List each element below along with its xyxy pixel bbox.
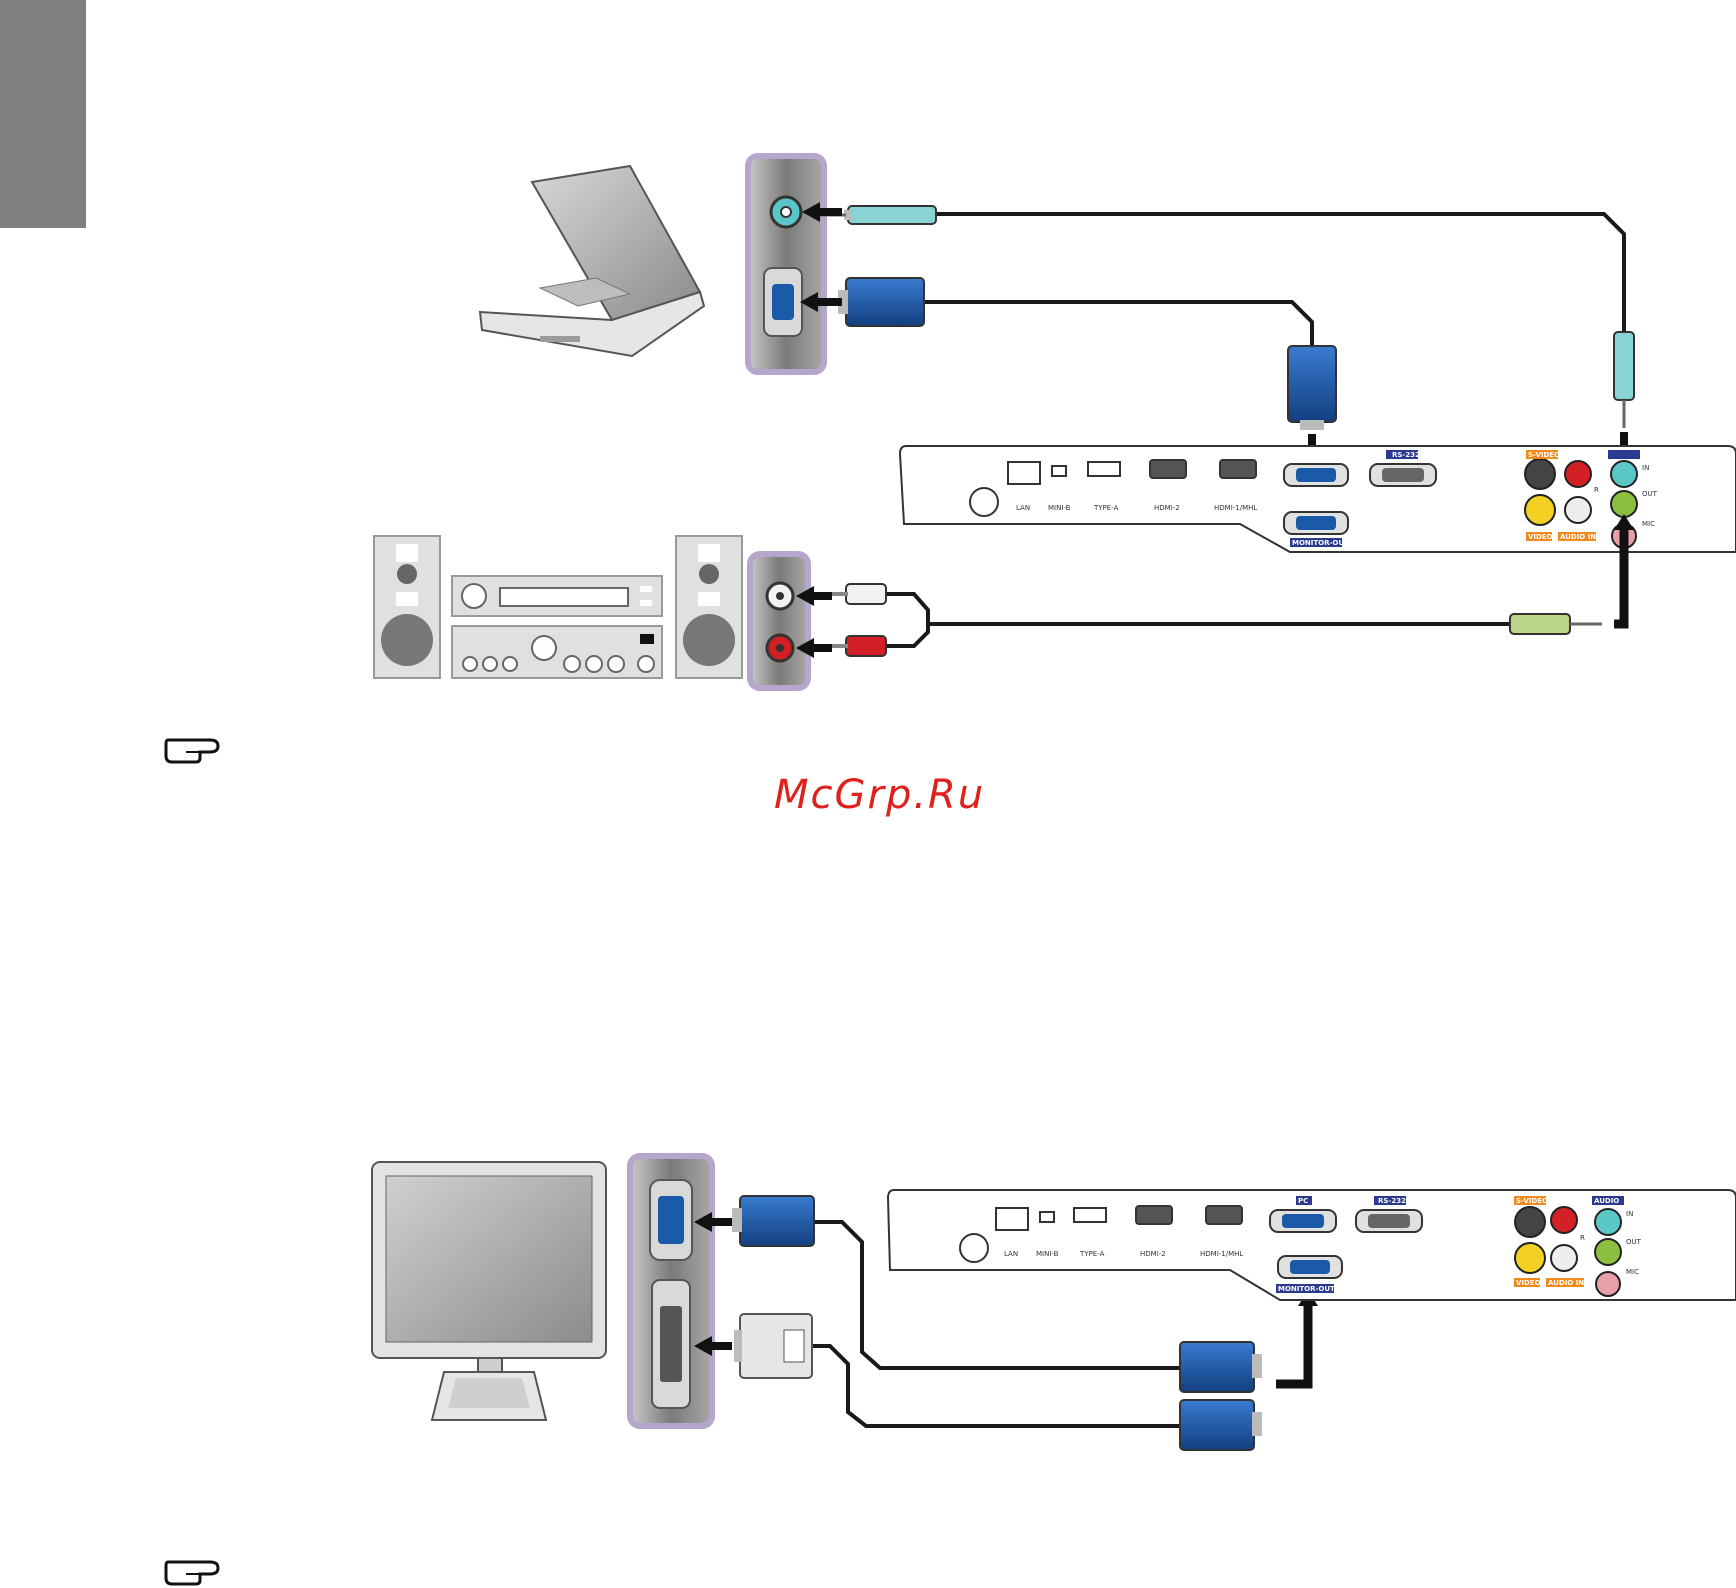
label-out-b: OUT <box>1626 1238 1642 1246</box>
rca-red-port <box>1565 461 1591 487</box>
label-s-video-b: S-VIDEO <box>1516 1197 1548 1205</box>
laptop-icon <box>480 166 704 356</box>
label-r: R <box>1594 486 1599 494</box>
audio-out-cable <box>824 584 1602 656</box>
note-pointer-icon <box>166 1562 218 1584</box>
label-in-b: IN <box>1626 1210 1633 1218</box>
label-hdmi2: HDMI-2 <box>1154 504 1180 512</box>
label-audio-in: AUDIO IN <box>1560 533 1596 541</box>
stereo-input-panel <box>750 554 808 688</box>
label-mini-b-b: MINI-B <box>1036 1250 1059 1258</box>
watermark-text: McGrp.Ru <box>774 772 985 818</box>
label-mic-b: MIC <box>1626 1268 1639 1276</box>
monitor-input-panel <box>630 1156 712 1426</box>
page-edge-tab <box>0 0 86 228</box>
label-mini-b: MINI-B <box>1048 504 1071 512</box>
projector-rear-panel-bottom <box>888 1190 1736 1300</box>
projector-rear-panel-top <box>900 446 1736 552</box>
label-hdmi2-b: HDMI-2 <box>1140 1250 1166 1258</box>
label-type-a-b: TYPE-A <box>1079 1250 1105 1258</box>
vga-cable-top <box>838 278 1336 430</box>
audio-in-port <box>1611 461 1637 487</box>
label-in: IN <box>1642 464 1649 472</box>
label-lan-b: LAN <box>1004 1250 1018 1258</box>
s-video-port <box>1525 459 1555 489</box>
label-type-a: TYPE-A <box>1093 504 1119 512</box>
label-rs232: RS-232 <box>1392 451 1420 459</box>
label-lan: LAN <box>1016 504 1030 512</box>
label-s-video: S-VIDEO <box>1528 451 1560 459</box>
usb-type-a-port <box>1088 462 1120 476</box>
video-port <box>1525 495 1555 525</box>
label-audio-b: AUDIO <box>1594 1197 1619 1205</box>
label-monitor-out: MONITOR-OUT <box>1292 539 1349 547</box>
label-video-b: VIDEO <box>1516 1279 1541 1287</box>
label-pc-b: PC <box>1298 1197 1308 1205</box>
hdmi2-port <box>1150 460 1186 478</box>
label-mic: MIC <box>1642 520 1655 528</box>
mini-b-port <box>1052 466 1066 476</box>
arrows-top <box>800 202 1634 470</box>
label-out: OUT <box>1642 490 1658 498</box>
note-pointer-icon <box>166 740 218 762</box>
label-monitor-out-b: MONITOR-OUT <box>1278 1285 1335 1293</box>
rca-white-port <box>1565 497 1591 523</box>
lan-port <box>1008 462 1040 484</box>
label-video: VIDEO <box>1528 533 1553 541</box>
audio-out-port <box>1611 491 1637 517</box>
label-r-b: R <box>1580 1234 1585 1242</box>
audio-in-cable <box>820 206 1634 428</box>
label-rs232-b: RS-232 <box>1378 1197 1406 1205</box>
hdmi1-port <box>1220 460 1256 478</box>
monitor-icon <box>372 1162 606 1420</box>
laptop-port-panel <box>748 156 824 372</box>
label-hdmi1: HDMI-1/MHL <box>1214 504 1257 512</box>
stereo-system-icon <box>374 536 742 678</box>
label-audio-in-b: AUDIO IN <box>1548 1279 1584 1287</box>
label-hdmi1-b: HDMI-1/MHL <box>1200 1250 1243 1258</box>
